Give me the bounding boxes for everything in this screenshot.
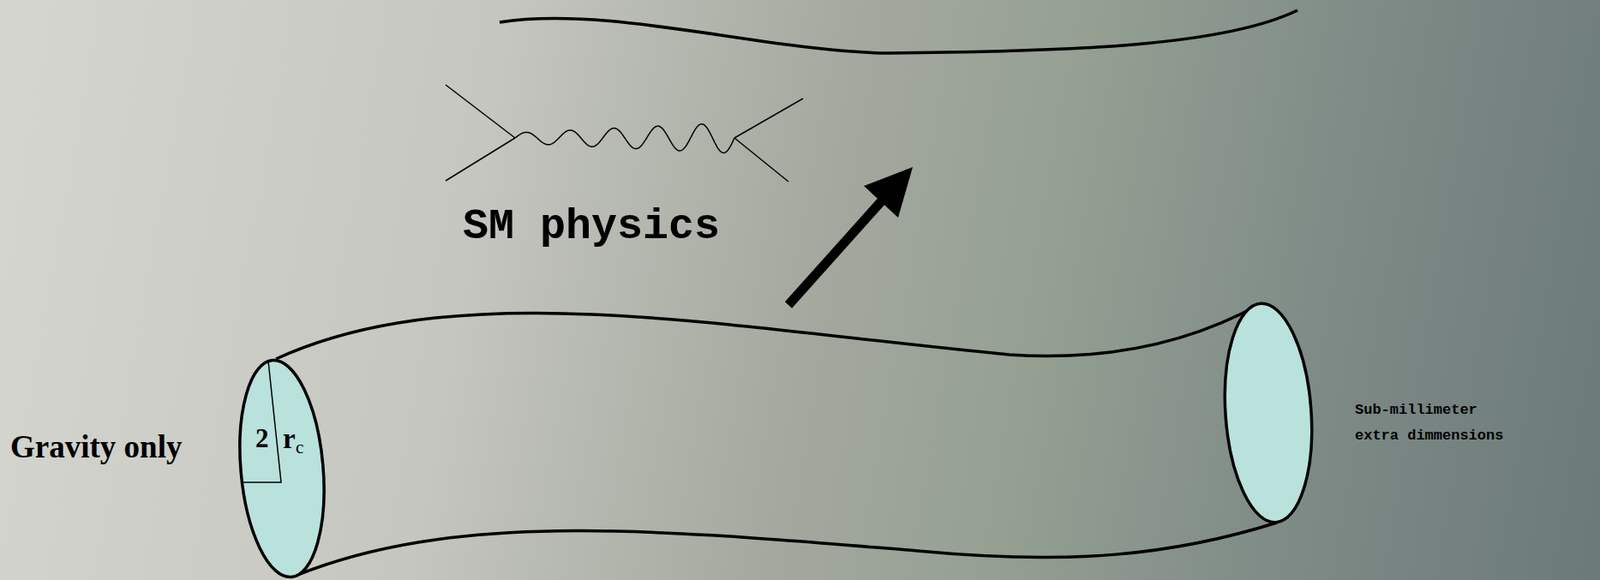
arrow [788,167,913,306]
brane-curve [499,10,1298,54]
propagator-wave [515,124,735,154]
radius-symbol: r [282,425,296,454]
gravity-only-label: Gravity only [10,431,182,463]
radius-marker [242,360,282,483]
radius-subscript: c [295,438,304,457]
radius-factor: 2 [255,425,270,452]
sm-physics-label: SM physics [462,205,720,249]
feynman-diagram [445,84,803,182]
extra-dimensions-label: Sub-millimeter extra dimmensions [1354,397,1514,450]
extra-dimension-tube [231,300,1319,580]
